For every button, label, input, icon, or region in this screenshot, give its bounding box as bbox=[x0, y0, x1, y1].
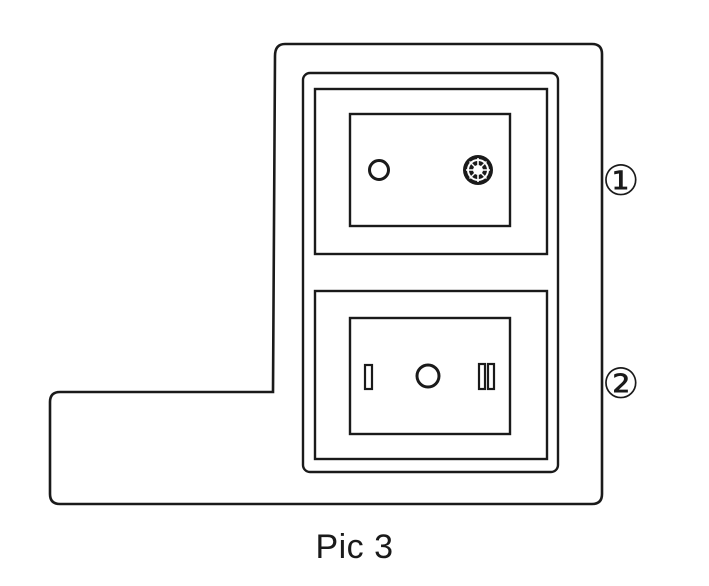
callout-1: ① bbox=[602, 156, 640, 205]
top-module-face bbox=[348, 112, 512, 228]
fuse-socket-icon bbox=[463, 155, 493, 185]
inner-bezel bbox=[301, 71, 560, 474]
switch-on-mark-icon bbox=[363, 363, 374, 391]
top-module-frame bbox=[313, 87, 549, 256]
figure-caption: Pic 3 bbox=[315, 528, 394, 566]
panel-outline bbox=[48, 42, 604, 506]
bottom-module-frame bbox=[313, 289, 549, 461]
callout-2: ② bbox=[602, 359, 640, 408]
indicator-hole-icon bbox=[368, 159, 390, 181]
switch-ii-mark-left-icon bbox=[477, 362, 487, 391]
switch-face bbox=[348, 316, 512, 436]
switch-off-mark-icon bbox=[415, 363, 441, 389]
switch-ii-mark-right-icon bbox=[486, 362, 496, 391]
